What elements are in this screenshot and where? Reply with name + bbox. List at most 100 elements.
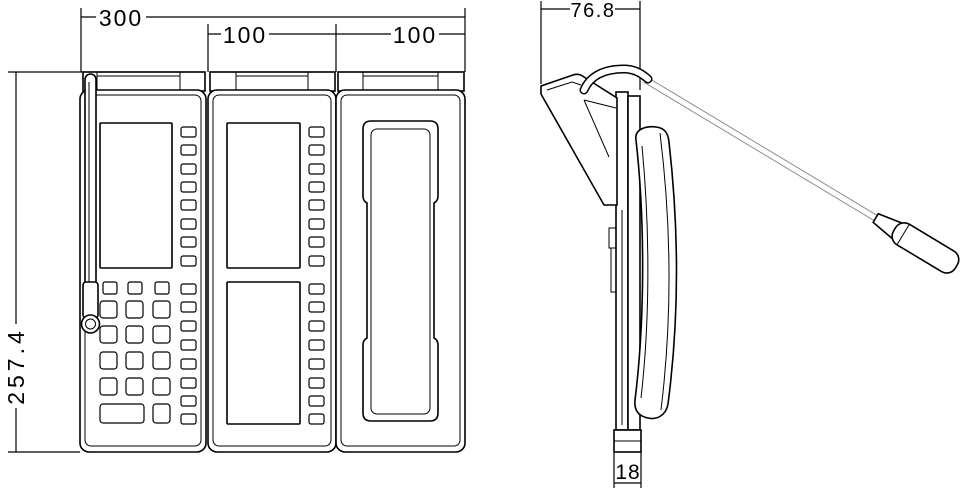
dimension-overall-width: 300: [80, 5, 466, 72]
side-button: [180, 377, 197, 389]
keypad-key: [125, 325, 144, 344]
keypad: [99, 281, 171, 424]
microphone-head: [891, 221, 960, 274]
keypad-key: [99, 351, 118, 370]
keypad-key: [154, 281, 170, 295]
top-rail: [209, 71, 336, 92]
side-button: [180, 255, 197, 267]
lower-display-screen: [226, 281, 301, 425]
side-button: [308, 358, 325, 370]
keypad-key: [99, 325, 118, 344]
head-outline: [540, 73, 618, 206]
dimension-label: 300: [99, 5, 143, 31]
side-button: [180, 181, 197, 193]
side-button: [308, 283, 325, 295]
side-button: [180, 358, 197, 370]
side-button: [308, 395, 325, 407]
upper-display-screen: [226, 122, 301, 269]
dimension-base-thickness: 18: [613, 452, 642, 488]
panel-inner-edge: [212, 94, 332, 447]
dimension-label: 257.4: [3, 327, 29, 405]
dimension-label: 76.8: [571, 0, 616, 22]
keypad-key: [125, 351, 144, 370]
console-side-buttons: [180, 126, 197, 425]
handset-profile: [634, 125, 678, 420]
handset-side: [634, 125, 678, 420]
dimension-label: 100: [223, 22, 267, 48]
console-head-side: [540, 73, 618, 206]
side-button: [308, 199, 325, 211]
label-background: [570, 0, 615, 19]
gooseneck-curve: [579, 64, 653, 95]
side-button: [308, 181, 325, 193]
side-button: [180, 144, 197, 156]
label-background: [391, 24, 439, 46]
handset-inner-edge: [370, 128, 431, 415]
side-button: [308, 255, 325, 267]
label-background: [96, 6, 146, 28]
head-inner-edge: [546, 81, 582, 91]
front-view: 300 100 100 257.4: [3, 5, 466, 453]
top-rail: [82, 71, 206, 92]
keypad-key: [99, 300, 118, 319]
keypad-key: [152, 325, 171, 344]
side-button: [180, 236, 197, 248]
side-button: [180, 320, 197, 332]
side-button: [180, 163, 197, 175]
connector-lower: [610, 247, 617, 293]
console-panel: [79, 71, 207, 453]
side-button: [180, 218, 197, 230]
dimension-height: 257.4: [3, 71, 84, 453]
side-button: [180, 199, 197, 211]
head-recess: [583, 99, 617, 158]
side-view: 76.8: [540, 0, 960, 488]
microphone-stem: [84, 73, 97, 287]
side-button: [180, 283, 197, 295]
handset-inner-contour: [640, 145, 649, 399]
side-connector: [608, 227, 617, 293]
keypad-key: [152, 300, 171, 319]
label-background: [221, 24, 269, 46]
gooseneck-microphone-side: [643, 76, 960, 274]
side-button: [180, 395, 197, 407]
side-button: [308, 126, 325, 138]
side-button: [180, 301, 197, 313]
keypad-key: [152, 403, 171, 424]
keypad-key: [125, 300, 144, 319]
side-button: [308, 377, 325, 389]
side-button: [308, 413, 325, 425]
side-button: [308, 320, 325, 332]
keypad-key: [125, 377, 144, 396]
side-button: [308, 218, 325, 230]
microphone-pivot: [80, 314, 101, 334]
handset-outline: [362, 120, 439, 422]
panel-inner-edge: [340, 94, 461, 447]
connector-upper: [608, 227, 617, 249]
keypad-key: [152, 377, 171, 396]
side-button: [180, 413, 197, 425]
keypad-key: [127, 281, 143, 295]
dimension-module-widths: 100 100: [207, 22, 465, 72]
keypad-wide-key: [99, 403, 145, 424]
keypad-key: [152, 351, 171, 370]
gooseneck-microphone: [80, 73, 101, 334]
expansion-module: [207, 71, 337, 453]
side-button: [308, 236, 325, 248]
handset-module: [335, 71, 466, 453]
dimension-label: 18: [615, 461, 640, 484]
side-button: [180, 339, 197, 351]
display-screen: [99, 122, 173, 269]
gooseneck-tube: [643, 76, 882, 224]
handset-inner-contour: [659, 132, 670, 411]
dimension-depth: 76.8: [540, 0, 641, 90]
top-rail: [337, 71, 465, 92]
keypad-key: [102, 281, 118, 295]
gooseneck-curve-fill: [581, 65, 651, 93]
rotated-label: 257.4: [3, 324, 29, 408]
microphone-head-band: [896, 223, 910, 246]
side-button: [308, 301, 325, 313]
module-side-buttons: [308, 126, 325, 425]
side-button: [308, 339, 325, 351]
label-background: [4, 324, 28, 408]
